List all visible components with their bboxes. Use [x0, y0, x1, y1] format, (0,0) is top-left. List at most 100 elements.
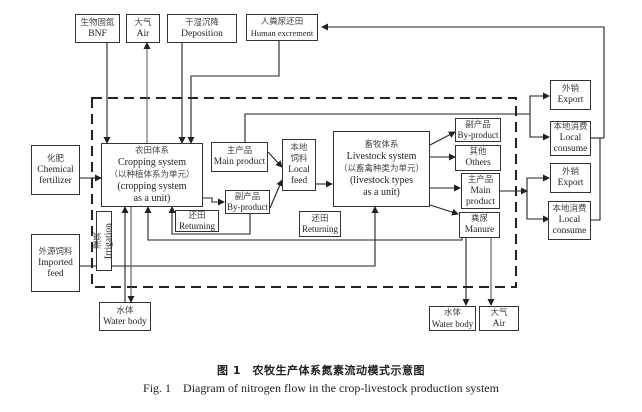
local-consume-1-en1: Local	[559, 133, 582, 143]
node-local-consume-1: 本地消费 Local consume	[550, 121, 591, 156]
arrow-crop-to-byproduct	[202, 197, 225, 206]
returning-ls-zh: 还田	[311, 214, 329, 224]
arrow-to-localconsume-2	[526, 191, 550, 223]
local-consume-2-zh: 本地消费	[552, 204, 587, 214]
node-returning-livestock: 还田 Returning	[299, 211, 341, 237]
manure-zh: 粪尿	[470, 214, 488, 224]
arrow-ls-to-manure	[429, 204, 459, 216]
crop-en3: as a unit)	[133, 193, 171, 204]
human-excrement-en: Human excrement	[250, 27, 314, 38]
irrigation-en: Irrigation	[104, 223, 114, 259]
node-export-2: 外销 Export	[550, 163, 591, 193]
crop-en2: (cropping system	[117, 181, 187, 192]
manure-en: Manure	[464, 225, 495, 235]
local-feed-en1: Local	[288, 165, 310, 175]
arrow-ls-to-byproduct	[429, 131, 456, 146]
water-body-ls-en: Water body	[431, 318, 474, 329]
crop-main-product-en: Main product	[213, 157, 266, 167]
water-body-crop-zh: 水体	[116, 305, 134, 316]
arrow-to-export-2	[526, 174, 550, 191]
export-2-zh: 外销	[561, 167, 579, 177]
local-feed-zh2: 饲料	[290, 154, 308, 164]
crop-en: Cropping system	[117, 157, 187, 168]
arrow-mainproduct-to-localfeed	[267, 151, 283, 168]
node-air-top: 大气 Air	[126, 14, 160, 43]
node-deposition: 干湿沉降 Deposition	[167, 14, 237, 43]
node-returning-crop: 还田 Returning	[175, 210, 219, 232]
node-chemical-fertilizer: 化肥 Chemical fertilizer	[31, 145, 80, 195]
air-bottom-zh: 大气	[490, 307, 508, 318]
air-top-zh: 大气	[134, 17, 152, 28]
ls-main-product-zh: 主产品	[467, 174, 494, 185]
local-consume-2-en1: Local	[558, 215, 581, 225]
figure-caption-en: Fig. 1 Diagram of nitrogen flow in the c…	[143, 381, 499, 395]
local-consume-1-zh: 本地消费	[553, 122, 588, 132]
livestock-en3: as a unit)	[363, 187, 400, 198]
bnf-en: BNF	[88, 28, 107, 39]
deposition-en: Deposition	[181, 28, 223, 39]
node-water-body-livestock: 水体 Water body	[429, 306, 476, 331]
ls-by-product-en: By-product	[457, 130, 499, 140]
local-consume-2-en2: consume	[552, 226, 587, 236]
fertilizer-zh: 化肥	[46, 153, 64, 164]
fertilizer-en2: fertilizer	[39, 175, 72, 186]
export-2-en: Export	[557, 178, 584, 188]
node-human-excrement: 人粪尿还田 Human excrement	[246, 14, 318, 41]
arrow-byproduct-to-localfeed	[269, 179, 283, 209]
crop-main-product-zh: 主产品	[226, 146, 253, 156]
line-localconsume-2-out	[591, 138, 601, 221]
node-irrigation: 灌溉 Irrigation	[93, 211, 114, 271]
livestock-en: Livestock system	[346, 151, 417, 162]
export-1-zh: 外销	[561, 84, 579, 94]
ls-main-product-en2: product	[465, 196, 496, 207]
arrow-consume-to-human-excrement	[321, 23, 605, 138]
returning-crop-zh: 还田	[188, 211, 206, 221]
others-zh: 其他	[469, 147, 487, 157]
node-imported-feed: 外源饲料 Imported feed	[31, 234, 80, 292]
node-export-1: 外销 Export	[550, 80, 591, 110]
node-ls-by-product: 副产品 By-product	[455, 118, 501, 142]
livestock-zh: 畜牧体系	[364, 140, 399, 150]
ls-main-product-en1: Main	[470, 185, 491, 196]
node-bnf: 生物固氮 BNF	[75, 14, 120, 43]
node-cropping-system: 农田体系 Cropping system （以种植体系为单元） (croppin…	[101, 143, 203, 207]
node-livestock-system: 畜牧体系 Livestock system （以畜禽种类为单元） (livest…	[333, 131, 430, 207]
node-air-bottom: 大气 Air	[479, 306, 519, 331]
node-crop-by-product: 副产品 By-product	[225, 190, 270, 214]
imported-feed-zh: 外源饲料	[38, 246, 73, 257]
node-local-consume-2: 本地消费 Local consume	[548, 201, 591, 240]
bnf-zh: 生物固氮	[80, 17, 115, 28]
others-en: Others	[465, 158, 491, 168]
human-excrement-zh: 人粪尿还田	[260, 16, 304, 27]
arrow-byproduct-returning	[168, 206, 251, 235]
imported-feed-en2: feed	[47, 268, 64, 279]
crop-zh2: （以种植体系为单元）	[109, 170, 195, 180]
node-water-body-crop: 水体 Water body	[99, 302, 151, 331]
crop-by-product-en: By-product	[227, 202, 268, 212]
fertilizer-en1: Chemical	[37, 164, 74, 175]
ls-by-product-zh: 副产品	[465, 120, 491, 130]
air-bottom-en: Air	[492, 318, 506, 329]
node-crop-main-product: 主产品 Main product	[211, 142, 268, 172]
arrow-importedfeed-to-livestock	[80, 206, 379, 267]
imported-feed-en1: Imported	[38, 257, 73, 268]
arrow-to-localconsume-1	[529, 114, 550, 141]
water-body-ls-zh: 水体	[443, 307, 461, 318]
livestock-zh2: （以畜禽种类为单元）	[338, 164, 424, 174]
node-local-feed: 本地 饲料 Local feed	[282, 139, 316, 191]
air-top-en: Air	[136, 28, 150, 39]
water-body-crop-en: Water body	[103, 316, 147, 327]
local-feed-zh1: 本地	[290, 143, 308, 153]
system-boundary	[91, 97, 517, 288]
node-others: 其他 Others	[455, 145, 501, 171]
arrow-to-export-1	[529, 92, 550, 114]
returning-ls-en: Returning	[302, 224, 338, 234]
local-feed-en2: feed	[290, 176, 308, 186]
deposition-zh: 干湿沉降	[184, 17, 219, 28]
returning-crop-en: Returning	[179, 221, 215, 231]
figure-caption-zh: 图 1 农牧生产体系氮素流动模式示意图	[217, 364, 425, 377]
livestock-en2: (livestock types	[349, 175, 414, 186]
crop-zh: 农田体系	[134, 146, 169, 156]
line-mainproduct-to-market	[244, 113, 530, 142]
